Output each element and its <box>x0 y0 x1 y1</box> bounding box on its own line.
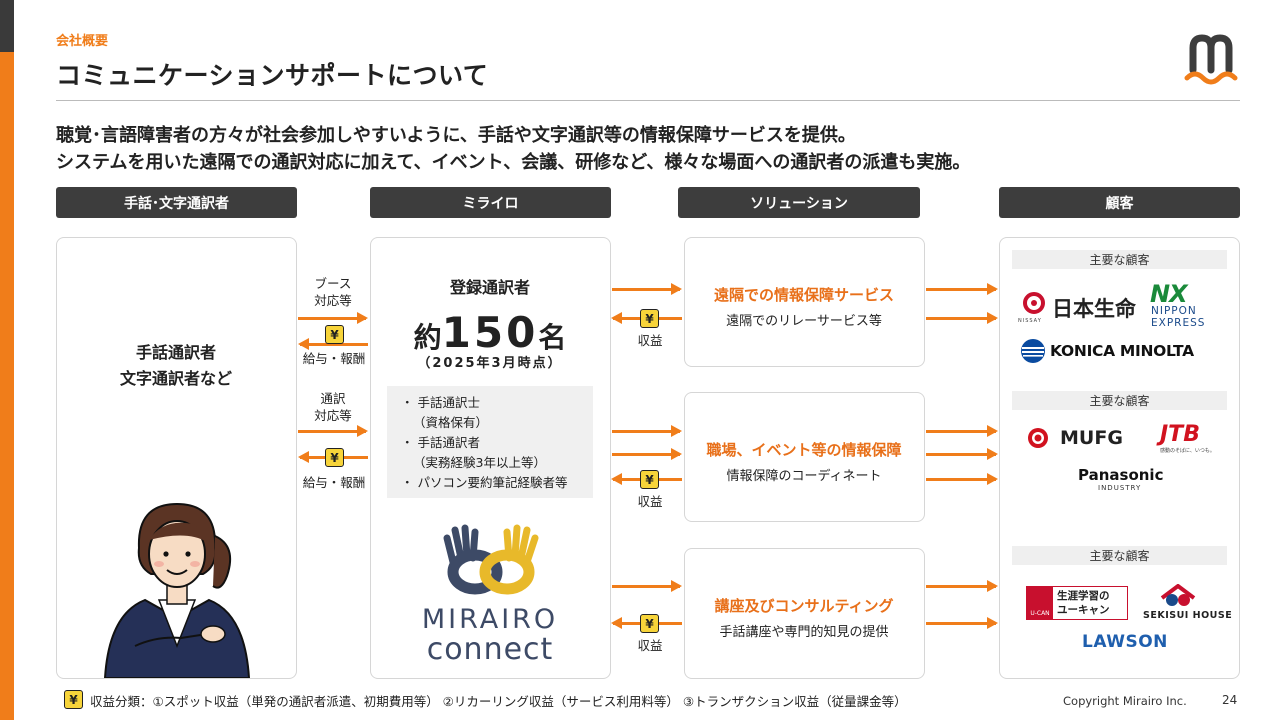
solution-title: 職場、イベント等の情報保障 <box>706 441 902 459</box>
mirairo-logo-icon <box>1184 34 1238 85</box>
mirairo-connect-logo-icon <box>443 524 539 595</box>
arrow-right-icon <box>926 617 998 629</box>
arrow-left-icon <box>298 338 368 350</box>
registered-as-of: （2025年3月時点） <box>417 356 563 371</box>
flow-label-pay-2: 給与・報酬 <box>302 475 366 490</box>
logo-jtb: JTB <box>1160 422 1200 447</box>
yen-icon: ¥ <box>325 325 344 344</box>
registered-count: 約150名 <box>413 308 567 357</box>
flow-label-pay-1: 給与・報酬 <box>302 351 366 366</box>
lead-text-2: システムを用いた遠隔での通訳対応に加えて、イベント、会議、研修など、様々な場面へ… <box>56 152 971 173</box>
solution-title: 講座及びコンサルティング <box>714 597 894 615</box>
logo-express: EXPRESS <box>1151 317 1206 329</box>
logo-text-connect: connect <box>426 632 554 667</box>
list-item: ・ 手話通訳者 <box>401 435 480 450</box>
logo-text-mirairo: MIRAIRO <box>421 604 559 635</box>
logo-lawson: LAWSON <box>1082 632 1168 652</box>
registered-heading: 登録通訳者 <box>449 278 530 297</box>
solution-subtitle: 手話講座や専門的知見の提供 <box>719 625 889 640</box>
sekisui-house-logo-icon <box>1160 584 1196 606</box>
list-item: （実務経験3年以上等） <box>413 455 546 470</box>
arrow-right-icon <box>926 448 998 460</box>
logo-nippon: NIPPON <box>1151 305 1197 317</box>
nissay-logo-icon <box>1023 292 1045 314</box>
lead-text-1: 聴覚･言語障害者の方々が社会参加しやすいように、手話や文字通訳等の情報保障サービ… <box>56 125 856 146</box>
solution-box-workplace: 職場、イベント等の情報保障 情報保障のコーディネート <box>684 392 925 522</box>
flow-label-booth: ブース対応等 <box>314 276 352 308</box>
solution-subtitle: 情報保障のコーディネート <box>726 469 882 484</box>
logo-panasonic: Panasonic <box>1078 466 1164 484</box>
arrow-right-icon <box>926 580 998 592</box>
page-number: 24 <box>1222 693 1238 707</box>
solution-title: 遠隔での情報保障サービス <box>713 286 894 304</box>
arrow-right-icon <box>926 473 998 485</box>
logo-mufg: MUFG <box>1060 427 1123 449</box>
section-label: 会社概要 <box>56 34 109 49</box>
logo-jtb-tagline: 感動のそばに、いつも。 <box>1160 448 1215 454</box>
list-item: （資格保有） <box>413 415 489 430</box>
arrow-right-icon <box>298 425 368 437</box>
arrow-right-icon <box>926 283 998 295</box>
arrow-right-icon <box>612 580 682 592</box>
interpreters-box: 手話通訳者 文字通訳者など <box>56 237 297 679</box>
revenue-label: 収益 <box>637 494 663 509</box>
arrow-right-icon <box>926 425 998 437</box>
arrow-right-icon <box>612 425 682 437</box>
qualification-list: ・ 手話通訳士 （資格保有） ・ 手話通訳者 （実務経験3年以上等） ・ パソコ… <box>387 386 593 498</box>
person-illustration-icon <box>103 502 251 678</box>
column-header-interpreters: 手話･文字通訳者 <box>56 187 297 218</box>
list-item: ・ パソコン要約筆記経験者等 <box>401 475 568 490</box>
list-item: ・ 手話通訳士 <box>401 395 480 410</box>
logo-ucan: U-CAN 生涯学習のユーキャン <box>1026 586 1128 620</box>
page-title: コミュニケーションサポートについて <box>56 61 489 90</box>
interpreters-line-2: 文字通訳者など <box>119 369 232 388</box>
logo-panasonic-industry: INDUSTRY <box>1098 484 1142 492</box>
customers-box: 主要な顧客 NISSAY 日本生命 NX NIPPON EXPRESS KONI… <box>999 237 1240 679</box>
yen-icon: ¥ <box>64 690 83 709</box>
arrow-right-icon <box>612 283 682 295</box>
customer-group-label: 主要な顧客 <box>1012 546 1227 565</box>
copyright: Copyright Mirairo Inc. <box>1063 694 1187 708</box>
yen-icon: ¥ <box>640 470 659 489</box>
customer-group-label: 主要な顧客 <box>1012 391 1227 410</box>
arrow-right-icon <box>612 448 682 460</box>
logo-sekisui-house: SEKISUI HOUSE <box>1143 610 1233 621</box>
konica-minolta-logo-icon <box>1021 339 1045 363</box>
solution-box-remote: 遠隔での情報保障サービス 遠隔でのリレーサービス等 <box>684 237 925 367</box>
revenue-label: 収益 <box>637 638 663 653</box>
column-header-mirairo: ミライロ <box>370 187 611 218</box>
customer-group-label: 主要な顧客 <box>1012 250 1227 269</box>
solution-subtitle: 遠隔でのリレーサービス等 <box>726 314 882 329</box>
arrow-right-icon <box>926 312 998 324</box>
mirairo-box: 登録通訳者 約150名 （2025年3月時点） ・ 手話通訳士 （資格保有） ・… <box>370 237 611 679</box>
interpreters-line-1: 手話通訳者 <box>135 343 216 362</box>
arrow-right-icon <box>298 312 368 324</box>
logo-nx: NX <box>1150 280 1188 308</box>
logo-nissay: 日本生命 <box>1052 297 1136 321</box>
yen-icon: ¥ <box>640 614 659 633</box>
column-header-customers: 顧客 <box>999 187 1240 218</box>
sidebar-top-bar <box>0 0 14 52</box>
column-header-solution: ソリューション <box>678 187 920 218</box>
logo-konica-minolta: KONICA MINOLTA <box>1050 342 1194 360</box>
solution-box-consulting: 講座及びコンサルティング 手話講座や専門的知見の提供 <box>684 548 925 679</box>
mufg-logo-icon <box>1028 428 1048 448</box>
logo-nissay-text: NISSAY <box>1018 318 1042 324</box>
title-divider <box>56 100 1240 101</box>
yen-icon: ¥ <box>640 309 659 328</box>
revenue-label: 収益 <box>637 333 663 348</box>
revenue-classification-note: 収益分類：①スポット収益（単発の通訳者派遣、初期費用等） ②リカーリング収益（サ… <box>90 694 907 709</box>
sidebar-accent-bar <box>0 52 14 720</box>
flow-label-interp: 通訳対応等 <box>314 391 352 423</box>
yen-icon: ¥ <box>325 448 344 467</box>
